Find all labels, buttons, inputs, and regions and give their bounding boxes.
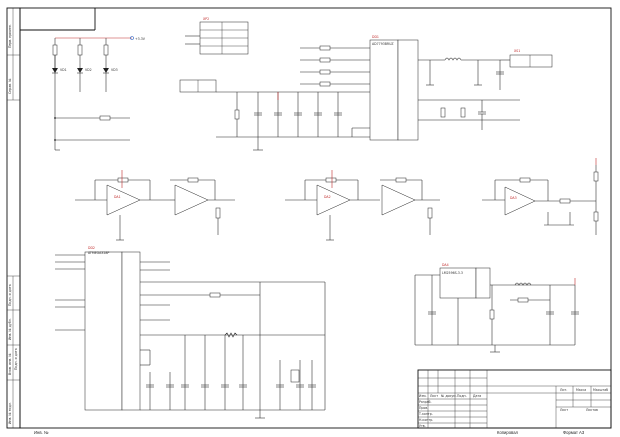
power-label: +3.3V	[135, 37, 146, 41]
side-label-6: Подп. и дата	[14, 348, 18, 370]
side-label-5: Взам. инв. №	[8, 353, 12, 375]
opamp-stage-b: DA2	[285, 170, 440, 241]
opamp-stage-c: DA3	[482, 158, 599, 235]
mcu-block: DD2 ATMEGA328P	[55, 246, 326, 419]
tb-lit: Лит.	[560, 388, 567, 392]
regulator-label: DA4	[442, 263, 449, 267]
adc-bus-capacitors	[254, 112, 342, 116]
mcu-decoupling-caps	[146, 335, 316, 410]
right-connector-label: XS1	[514, 49, 520, 53]
opamp-c-label: DA3	[510, 196, 517, 200]
led-2-label: VD2	[85, 68, 92, 72]
drawing-frame	[6, 7, 612, 429]
footer-left: Инв. №	[34, 430, 49, 435]
footer-right: Формат А3	[563, 430, 585, 435]
tb-header-2: № докум.	[441, 394, 457, 398]
led-chain-2: VD2	[77, 38, 92, 92]
opamp-a-label: DA1	[114, 195, 121, 199]
adc-chip-label: DD1	[372, 35, 379, 39]
opamp-b-label: DA2	[324, 195, 331, 199]
side-label-7: Инв. № подл.	[8, 402, 12, 424]
tb-row-5: Н.контр.	[419, 418, 433, 422]
led-chain-1: VD1	[52, 44, 67, 74]
footer-center: Копировал	[497, 430, 519, 435]
opamp-stage-a: DA1	[75, 170, 235, 241]
tb-row-2: Разраб.	[419, 400, 432, 404]
side-labels: Перв. примен. Справ. № Подп. и дата Инв.…	[8, 24, 18, 424]
adc-chip-part: AD7793BRUZ	[372, 42, 394, 46]
top-connector: XP2	[185, 17, 249, 55]
tb-row-4: Т.контр.	[418, 412, 433, 416]
regulator-part: LM2596S-3.3	[442, 271, 463, 275]
mcu-part: ATMEGA328P	[88, 251, 109, 255]
side-label-1: Перв. примен.	[8, 24, 12, 48]
led-1-label: VD1	[60, 68, 67, 72]
top-connector-label: XP2	[203, 17, 209, 21]
tb-header-3: Подп.	[457, 394, 467, 398]
tb-header-1: Лист	[430, 394, 438, 398]
side-label-2: Справ. №	[8, 78, 12, 94]
tb-sheet: Лист	[560, 408, 568, 412]
mcu-label: DD2	[88, 246, 95, 250]
adc-section: DD1 AD7793BRUZ	[179, 35, 553, 151]
tb-scale: Масштаб	[593, 388, 608, 392]
tb-mass: Масса	[576, 388, 586, 392]
tb-sheets: Листов	[586, 408, 598, 412]
led-block: +3.3V VD1 VD2 VD3	[52, 36, 146, 151]
tb-header-4: Дата	[473, 394, 481, 398]
tb-row-6: Утв.	[419, 424, 426, 428]
side-label-3: Подп. и дата	[8, 284, 12, 306]
led-3-label: VD3	[111, 68, 118, 72]
tb-row-1: Изм.	[419, 394, 427, 398]
regulator-block: DA4 LM2596S-3.3	[414, 263, 579, 353]
side-label-4: Инв. № дубл.	[8, 318, 12, 340]
led-chain-3: VD3	[103, 38, 118, 92]
tb-row-3: Пров.	[419, 406, 428, 410]
title-block: Изм. Разраб. Пров. Т.контр. Н.контр. Утв…	[417, 369, 612, 429]
